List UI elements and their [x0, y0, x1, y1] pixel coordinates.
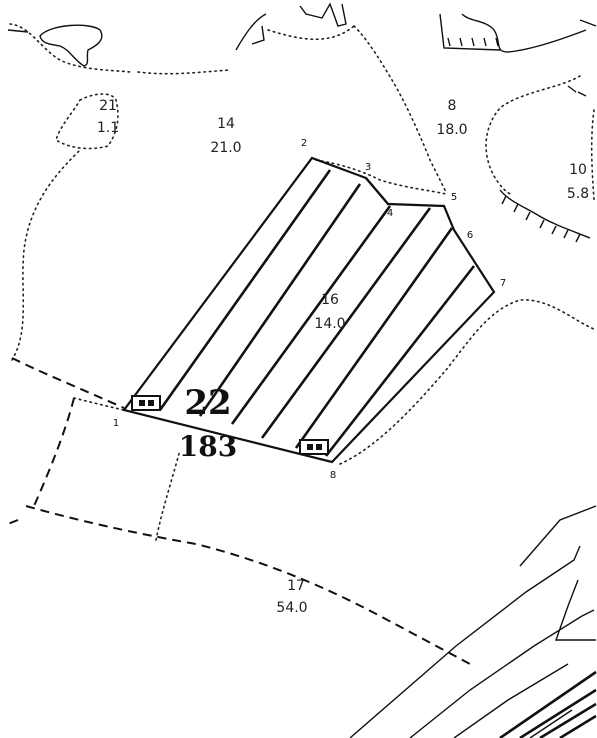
point-label-8: 8: [330, 470, 336, 481]
main-parcel-id: 22: [184, 383, 231, 423]
top-right-hatch: [447, 37, 499, 47]
point-label-5: 5: [451, 192, 457, 203]
top-border-dots: [137, 25, 355, 75]
parcel-10-id: 10: [569, 162, 587, 178]
road-thick-lines: [499, 670, 597, 738]
top-right-hatch-2: [567, 85, 587, 97]
main-parcel-value: 183: [179, 430, 237, 463]
top-right-shore: [439, 13, 597, 53]
parcel-21-area: 1.1: [97, 120, 119, 136]
parcel-22-outline: [122, 156, 496, 464]
structure-box-west: [131, 395, 161, 411]
parcel-21-boundary: [55, 93, 119, 150]
parcel-16-id: 16: [321, 292, 339, 308]
point-label-2: 2: [301, 138, 307, 149]
west-dots: [73, 397, 181, 541]
dashed-boundary-west: [7, 357, 125, 525]
field-rows: [158, 169, 476, 457]
right-embankment-hatch: [501, 195, 581, 243]
point-label-6: 6: [467, 230, 473, 241]
parcel-21-id: 21: [99, 98, 117, 114]
point-label-7: 7: [500, 278, 506, 289]
top-left-shore: [39, 24, 103, 67]
parcel-8-id: 8: [448, 98, 457, 114]
parcel-10-boundary: [485, 75, 595, 201]
parcel-10-area: 5.8: [567, 186, 589, 202]
point-label-3: 3: [365, 162, 371, 173]
parcel-3-5-dots: [315, 159, 447, 195]
parcel-16-east-boundary: [339, 299, 597, 465]
parcel-8-boundary: [353, 25, 447, 193]
top-left-shore-edge: [7, 29, 29, 33]
top-center-outline: [235, 2, 347, 51]
road-outline: [349, 505, 597, 738]
parcel-16-area: 14.0: [314, 316, 345, 332]
dashed-boundary-south: [25, 505, 471, 665]
parcel-14-boundary: [9, 23, 131, 361]
right-embankment: [499, 189, 591, 239]
point-label-4: 4: [387, 208, 393, 219]
parcel-17-area: 54.0: [276, 600, 307, 616]
point-label-1: 1: [113, 418, 119, 429]
parcel-14-id: 14: [217, 116, 235, 132]
boundary-segment-3-4: [365, 177, 389, 205]
parcel-8-area: 18.0: [436, 122, 467, 138]
parcel-17-id: 17: [287, 578, 305, 594]
structure-box-east: [299, 439, 329, 455]
parcel-14-area: 21.0: [210, 140, 241, 156]
